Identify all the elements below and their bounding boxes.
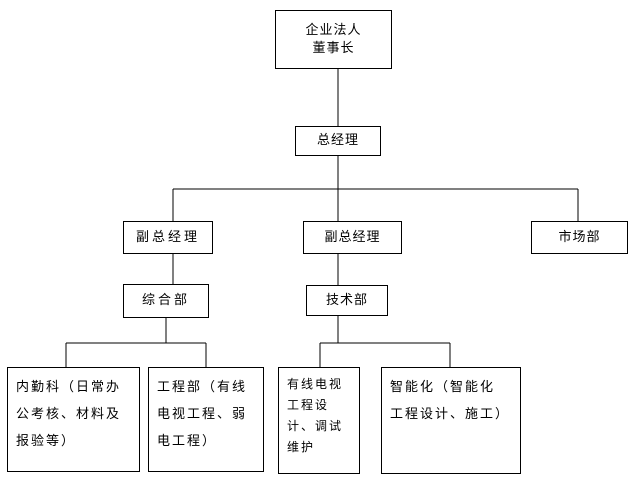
node-smart-label: 智能化（智能化 工程设计、施工） <box>390 380 511 422</box>
node-root-label: 企业法人 董事长 <box>305 22 362 56</box>
node-general-manager: 总经理 <box>295 126 381 156</box>
node-general-manager-label: 总经理 <box>316 133 359 148</box>
node-general-affairs-label: 综合部 <box>141 293 190 308</box>
node-marketing-label: 市场部 <box>558 229 601 245</box>
node-vp-left-label: 副总经理 <box>135 229 200 245</box>
node-general-affairs: 综合部 <box>123 284 209 318</box>
node-internal-affairs: 内勤科（日常办 公考核、材料及 报验等） <box>7 367 140 472</box>
node-vp-middle-label: 副总经理 <box>324 229 381 245</box>
node-smart: 智能化（智能化 工程设计、施工） <box>381 367 521 474</box>
node-technical-label: 技术部 <box>325 292 368 308</box>
node-vp-middle: 副总经理 <box>303 221 402 254</box>
node-internal-affairs-label: 内勤科（日常办 公考核、材料及 报验等） <box>16 380 122 449</box>
node-engineering-label: 工程部（有线 电视工程、弱 电工程） <box>157 380 248 449</box>
node-vp-left: 副总经理 <box>123 221 213 254</box>
node-cable-tv: 有线电视 工程设 计、调试 维护 <box>278 367 360 474</box>
node-engineering: 工程部（有线 电视工程、弱 电工程） <box>148 367 264 472</box>
node-root: 企业法人 董事长 <box>275 10 392 69</box>
node-technical: 技术部 <box>306 285 388 316</box>
node-marketing: 市场部 <box>531 221 628 254</box>
node-cable-tv-label: 有线电视 工程设 计、调试 维护 <box>287 377 344 454</box>
